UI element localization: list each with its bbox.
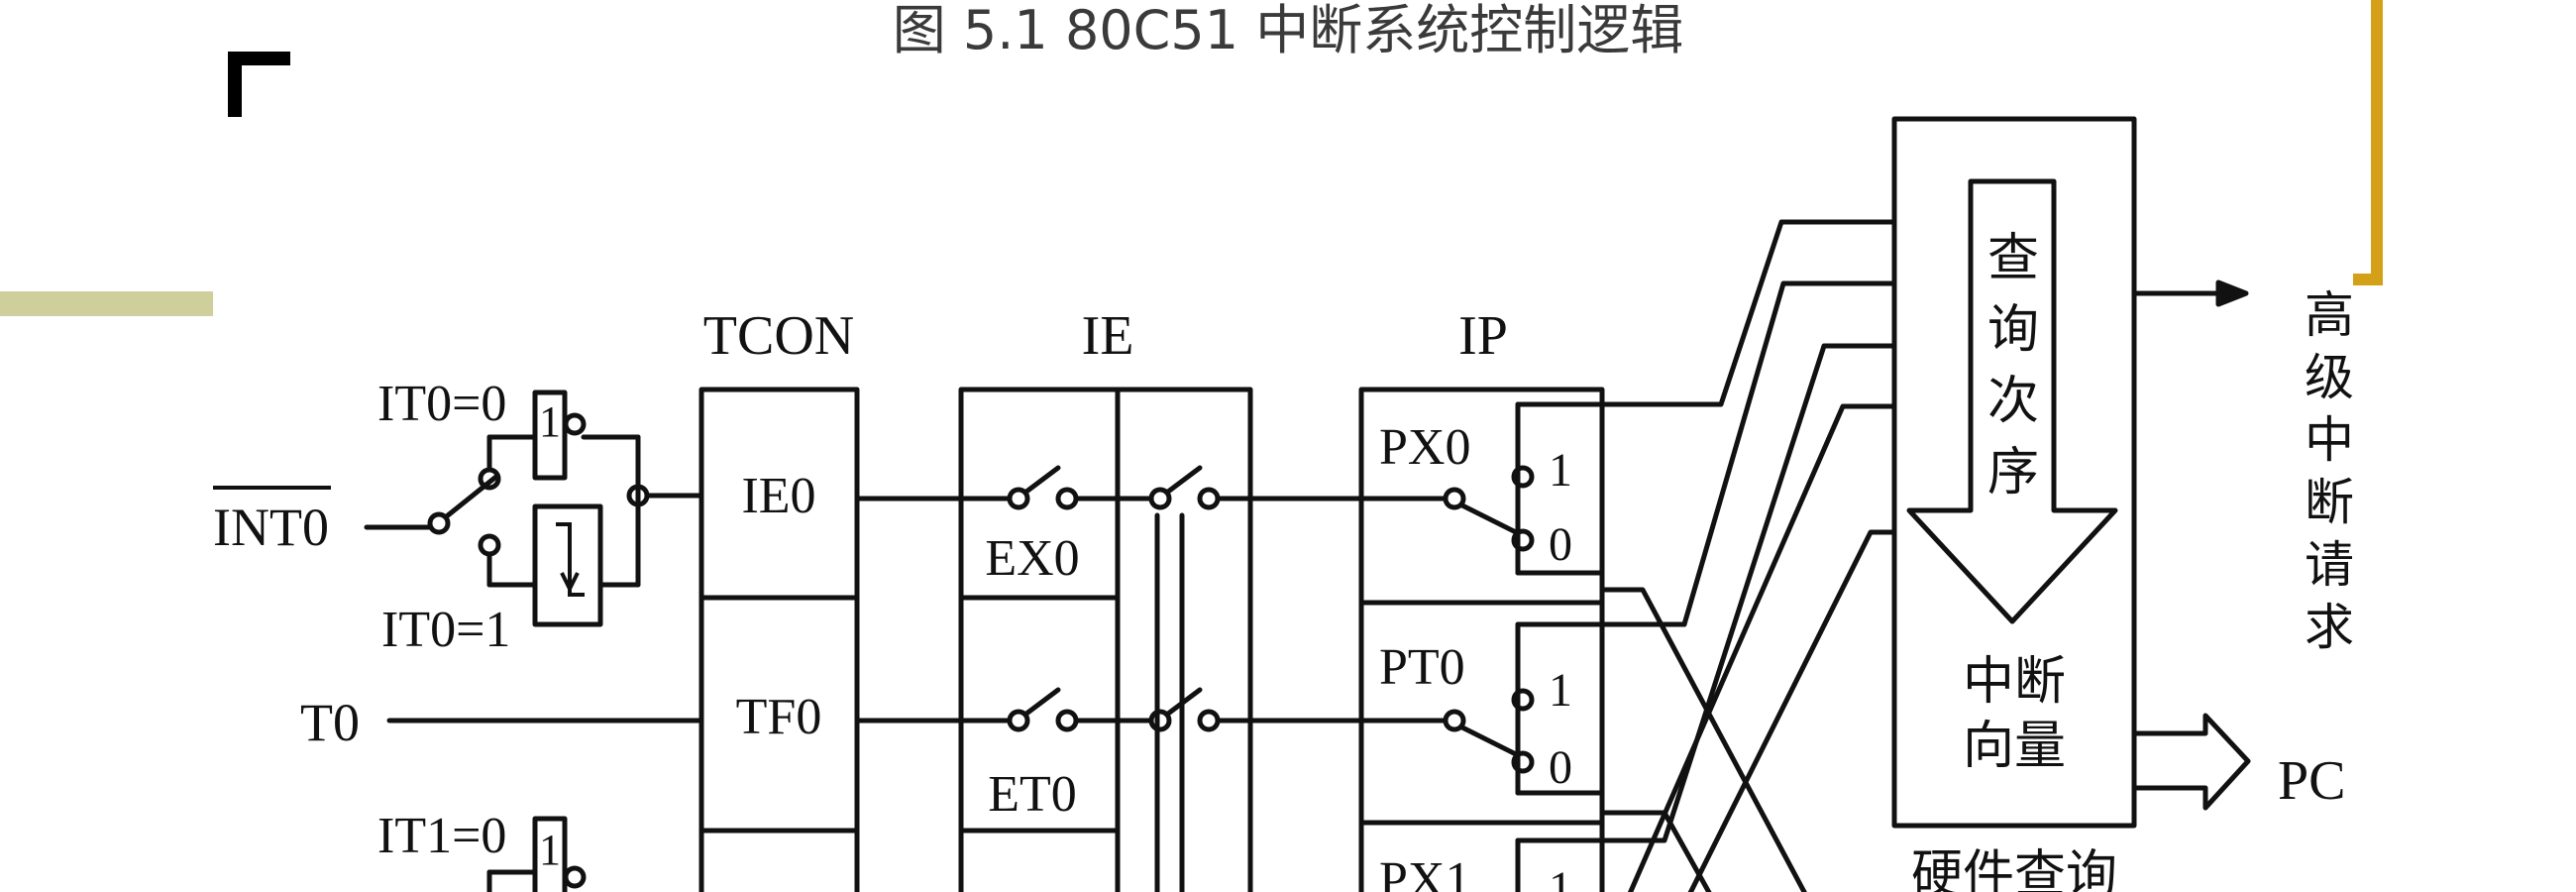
it1-0-label: IT1=0 xyxy=(377,808,506,864)
ip-header: IP xyxy=(1458,305,1508,367)
it0-contact-bottom xyxy=(478,533,501,557)
it0-level-gate-bubble xyxy=(563,412,587,436)
low-priority-line-1 xyxy=(1599,587,1807,892)
px0-contact-1 xyxy=(1511,465,1535,489)
corner-mark xyxy=(228,52,290,65)
interrupt-vector-line-1: 中断 xyxy=(1963,652,2066,712)
high-priority-line-3 xyxy=(1599,343,1897,843)
et0-switch-blade xyxy=(1023,687,1061,717)
high-priority-line-5 xyxy=(1687,529,1897,892)
figure-title: 图 5.1 80C51 中断系统控制逻辑 xyxy=(892,0,1684,61)
it0-level-gate-label: 1 xyxy=(539,397,561,446)
query-order-arrow xyxy=(1906,178,2118,624)
it1-level-gate-bubble xyxy=(563,865,587,889)
px1-priority-label: PX1 xyxy=(1379,852,1470,892)
hardware-query-label: 硬件查询 xyxy=(1911,845,2117,892)
et0-enable-label: ET0 xyxy=(988,766,1077,823)
right-accent-bar xyxy=(2371,0,2383,285)
it1-level-gate xyxy=(532,816,568,892)
it0-switch-blade xyxy=(445,473,500,518)
ex0-switch-pivot xyxy=(1007,487,1030,510)
pt0-position-0: 0 xyxy=(1549,741,1572,794)
high-level-request-char-6: 求 xyxy=(2305,599,2354,656)
query-order-char-1: 查 xyxy=(1987,229,2039,288)
left-accent-bar xyxy=(0,291,213,316)
high-level-request-char-5: 请 xyxy=(2305,536,2354,594)
ie-block xyxy=(958,387,1253,892)
px0-switch-blade xyxy=(1459,502,1519,535)
pt0-contact-0 xyxy=(1511,750,1535,774)
ea-switch-2-blade xyxy=(1165,687,1203,717)
it0-switch-pivot xyxy=(427,511,451,535)
ea-switch-2-pivot xyxy=(1148,709,1172,732)
ex0-switch-contact xyxy=(1055,487,1079,510)
ex0-switch-blade xyxy=(1023,465,1061,495)
high-priority-line-4 xyxy=(1627,403,1897,892)
it1-level-gate-label: 1 xyxy=(539,826,561,874)
pt0-switch-blade xyxy=(1459,725,1519,757)
pt0-contact-1 xyxy=(1511,688,1535,712)
ea-switch-1-contact xyxy=(1197,487,1221,510)
px0-contact-0 xyxy=(1511,528,1535,552)
ea-switch-2-contact xyxy=(1197,709,1221,732)
pc-hollow-arrow xyxy=(2131,713,2251,811)
int0-label: INT0 xyxy=(213,498,329,557)
et0-switch-contact xyxy=(1055,709,1079,732)
high-level-request-char-1: 高 xyxy=(2305,286,2354,344)
pt0-priority-label: PT0 xyxy=(1379,639,1465,696)
tf0-flag-label: TF0 xyxy=(736,689,822,745)
it0-1-label: IT0=1 xyxy=(381,602,510,658)
tcon-header: TCON xyxy=(703,305,854,367)
ea-switch-1-pivot xyxy=(1148,487,1172,510)
t0-label: T0 xyxy=(300,693,360,752)
pt0-position-1: 1 xyxy=(1549,664,1572,717)
high-level-request-char-4: 断 xyxy=(2305,474,2354,531)
ie-header: IE xyxy=(1082,305,1134,367)
ip-block xyxy=(1358,387,1605,892)
right-accent-bar-foot xyxy=(2353,274,2383,285)
px0-priority-label: PX0 xyxy=(1379,419,1470,476)
high-priority-line-1 xyxy=(1599,219,1897,407)
ie0-flag-label: IE0 xyxy=(741,468,815,524)
px0-switch-pivot xyxy=(1443,487,1466,510)
tcon-block xyxy=(698,387,860,892)
pt0-switch-pivot xyxy=(1443,709,1466,732)
px0-position-0: 0 xyxy=(1549,518,1572,571)
low-priority-line-2 xyxy=(1599,810,1712,892)
et0-switch-pivot xyxy=(1007,709,1030,732)
px0-position-1: 1 xyxy=(1549,444,1572,497)
it0-level-gate xyxy=(532,390,568,481)
edge-symbol xyxy=(556,522,585,597)
ea-switch-1-blade xyxy=(1165,465,1203,495)
query-order-char-4: 序 xyxy=(1987,443,2039,502)
pc-label: PC xyxy=(2278,750,2346,812)
high-level-request-char-3: 中 xyxy=(2305,411,2354,469)
it0-0-label: IT0=0 xyxy=(377,376,506,432)
high-level-request-arrowhead xyxy=(2215,279,2249,307)
corner-mark-vertical xyxy=(228,52,242,117)
high-level-request-char-2: 级 xyxy=(2305,349,2354,406)
it0-edge-detector xyxy=(532,503,603,627)
px1-position-1: 1 xyxy=(1549,862,1572,892)
ex0-enable-label: EX0 xyxy=(985,530,1079,587)
query-order-char-3: 次 xyxy=(1987,372,2039,431)
hardware-query-block xyxy=(1891,116,2137,829)
query-order-char-2: 询 xyxy=(1987,300,2039,360)
high-priority-line-2 xyxy=(1599,280,1897,627)
interrupt-vector-line-2: 向量 xyxy=(1963,717,2066,776)
